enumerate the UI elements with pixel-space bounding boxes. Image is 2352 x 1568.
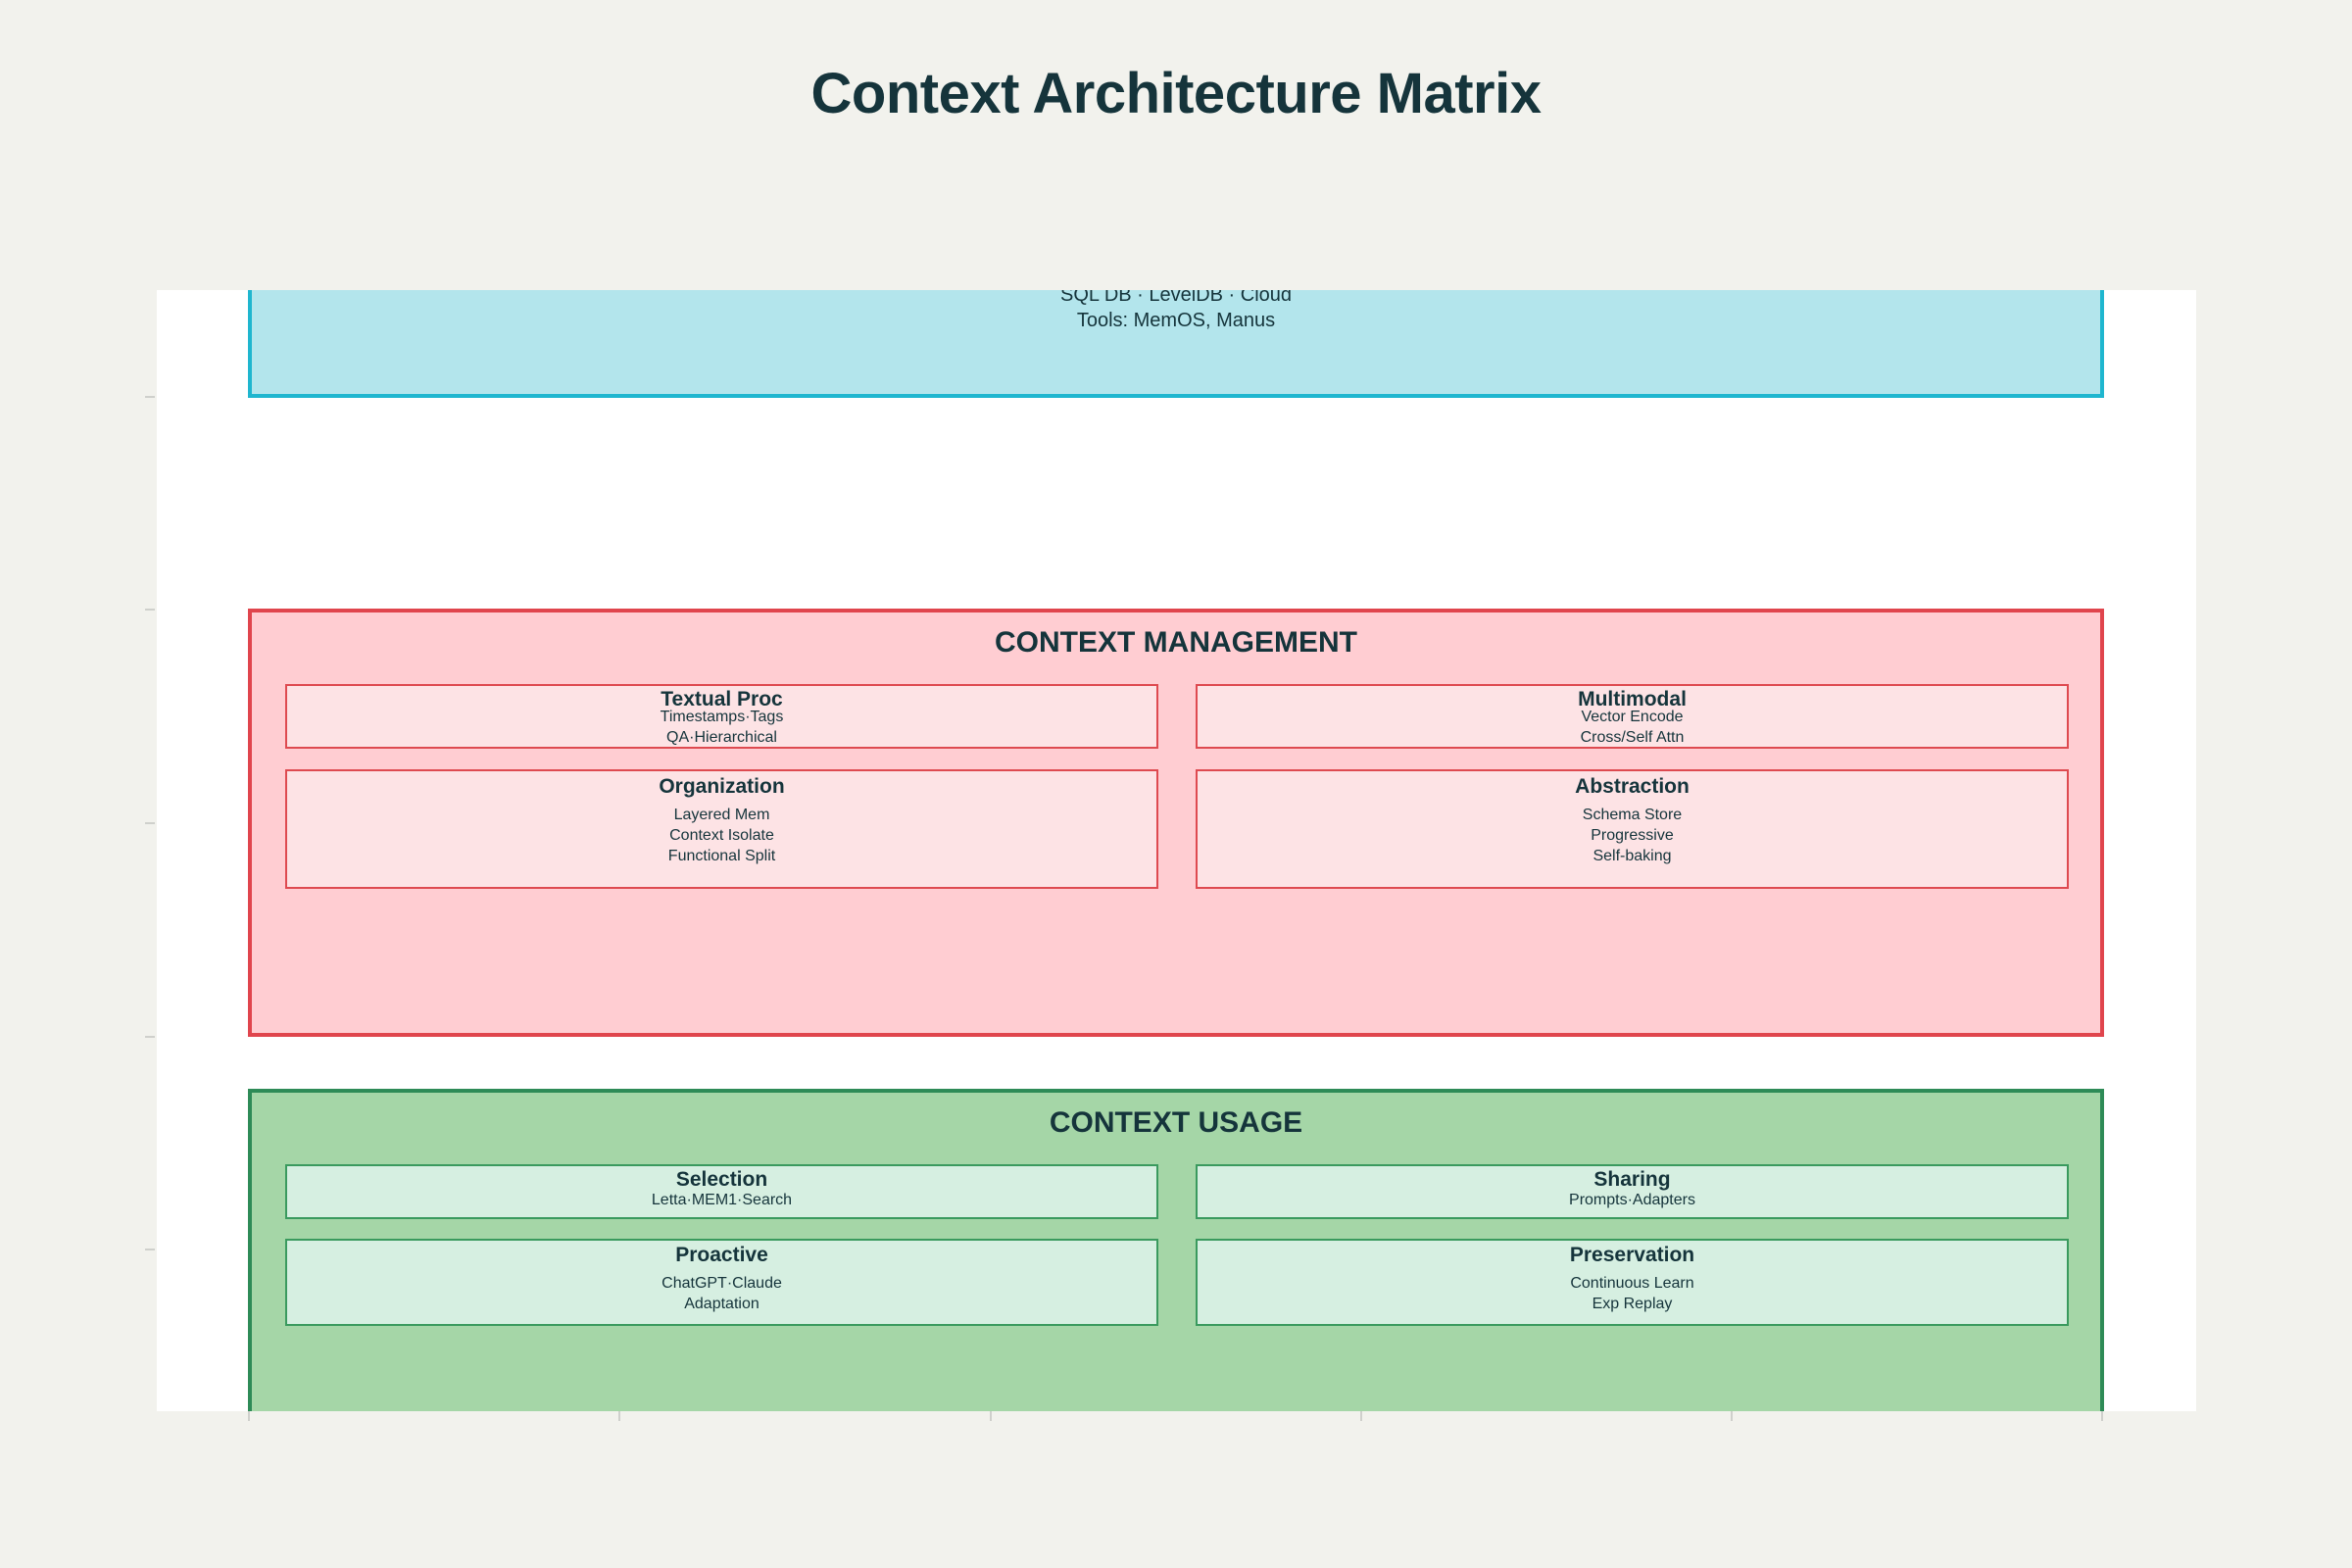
card-line: Vector Encode [1581, 709, 1684, 725]
card-title: Sharing [1593, 1168, 1671, 1191]
card-line: Context Isolate [669, 827, 774, 844]
x-axis-tick [990, 1411, 992, 1421]
card-line: Self-baking [1592, 848, 1672, 864]
card-line: ChatGPT·Claude [662, 1275, 782, 1292]
card-title: Multimodal [1578, 688, 1687, 710]
card-line: Schema Store [1582, 807, 1683, 823]
y-axis-tick [145, 609, 155, 611]
card-line: Exp Replay [1592, 1296, 1673, 1312]
card-line: Cross/Self Attn [1580, 729, 1685, 746]
x-axis-tick [2101, 1411, 2103, 1421]
y-axis-tick [145, 396, 155, 398]
context-management-band: CONTEXT MANAGEMENT Textual Proc Timestam… [248, 609, 2104, 1037]
card-sharing: Sharing Prompts·Adapters [1196, 1164, 2069, 1219]
card-line: Adaptation [684, 1296, 760, 1312]
card-title: Proactive [675, 1244, 768, 1266]
card-title: Selection [675, 1168, 768, 1191]
card-line: Letta·MEM1·Search [651, 1192, 793, 1208]
band-title: CONTEXT MANAGEMENT [995, 626, 1357, 659]
card-line: Progressive [1591, 827, 1674, 844]
card-line: Layered Mem [673, 807, 770, 823]
card-title: Textual Proc [661, 688, 783, 710]
card-multimodal: Multimodal Vector Encode Cross/Self Attn [1196, 684, 2069, 749]
card-line: Functional Split [667, 848, 776, 864]
storage-line: Tools: MemOS, Manus [1076, 310, 1276, 331]
card-proactive: Proactive ChatGPT·Claude Adaptation [285, 1239, 1158, 1326]
card-title: Organization [659, 775, 785, 798]
card-organization: Organization Layered Mem Context Isolate… [285, 769, 1158, 889]
y-axis-tick [145, 822, 155, 824]
x-axis-tick [248, 1411, 250, 1421]
x-axis-tick [1731, 1411, 1733, 1421]
card-line: Timestamps·Tags [660, 709, 784, 725]
card-line: Prompts·Adapters [1569, 1192, 1695, 1208]
y-axis-tick [145, 1249, 155, 1250]
card-abstraction: Abstraction Schema Store Progressive Sel… [1196, 769, 2069, 889]
x-axis-tick [1360, 1411, 1362, 1421]
band-title: CONTEXT USAGE [1049, 1106, 1303, 1139]
card-selection: Selection Letta·MEM1·Search [285, 1164, 1158, 1219]
card-line: Continuous Learn [1570, 1275, 1694, 1292]
context-storage-band: SQL DB · LevelDB · Cloud Tools: MemOS, M… [248, 290, 2104, 398]
card-title: Abstraction [1575, 775, 1690, 798]
card-title: Preservation [1569, 1244, 1695, 1266]
card-textual-proc: Textual Proc Timestamps·Tags QA·Hierarch… [285, 684, 1158, 749]
y-axis-tick [145, 1036, 155, 1038]
storage-line: SQL DB · LevelDB · Cloud [1059, 290, 1292, 306]
card-line: QA·Hierarchical [666, 729, 777, 746]
card-preservation: Preservation Continuous Learn Exp Replay [1196, 1239, 2069, 1326]
diagram-canvas: SQL DB · LevelDB · Cloud Tools: MemOS, M… [157, 290, 2196, 1411]
diagram-title: Context Architecture Matrix [810, 62, 1542, 125]
x-axis-tick [618, 1411, 620, 1421]
context-usage-band: CONTEXT USAGE Selection Letta·MEM1·Searc… [248, 1089, 2104, 1411]
